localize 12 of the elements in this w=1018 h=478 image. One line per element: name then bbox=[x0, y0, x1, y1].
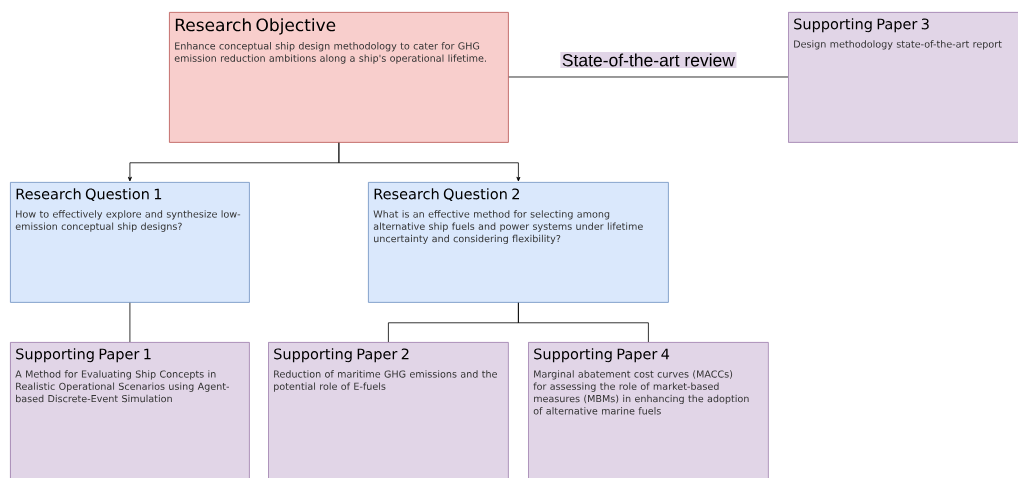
connector bbox=[129, 302, 131, 343]
paper-box: Supporting Paper 4 Marginal abatement cost curves (MACCs) for assessing the role of market-based measures (MBMs) in enhancing the adoption of alternative marine fuels bbox=[528, 342, 769, 478]
paper-box: Supporting Paper 2 Reduction of maritime GHG emissions and the potential role of E-fuels bbox=[268, 342, 509, 478]
edge-label: State-of-the-art review bbox=[560, 52, 737, 68]
question-box: Research Question 2 What is an effective method for selecting among alternative ship fuels and power systems under lifetime uncertainty and considering flexibility? bbox=[368, 182, 669, 303]
connector bbox=[508, 76, 789, 78]
connector bbox=[518, 302, 649, 343]
paper-box: Supporting Paper 1 A Method for Evaluating Ship Concepts in Realistic Operational Scenarios using Agent-based Discrete-Event Simulation bbox=[10, 342, 250, 478]
connector bbox=[338, 142, 521, 182]
question-box: Research Question 1 How to effectively explore and synthesize low-emission conceptual ship designs? bbox=[10, 182, 250, 303]
paper-box: Supporting Paper 3 Design methodology state-of-the-art report bbox=[788, 12, 1018, 143]
objective-box: Research Objective Enhance conceptual ship design methodology to cater for GHG emission reduction ambitions along a ship's operational lifetime. bbox=[169, 12, 509, 143]
